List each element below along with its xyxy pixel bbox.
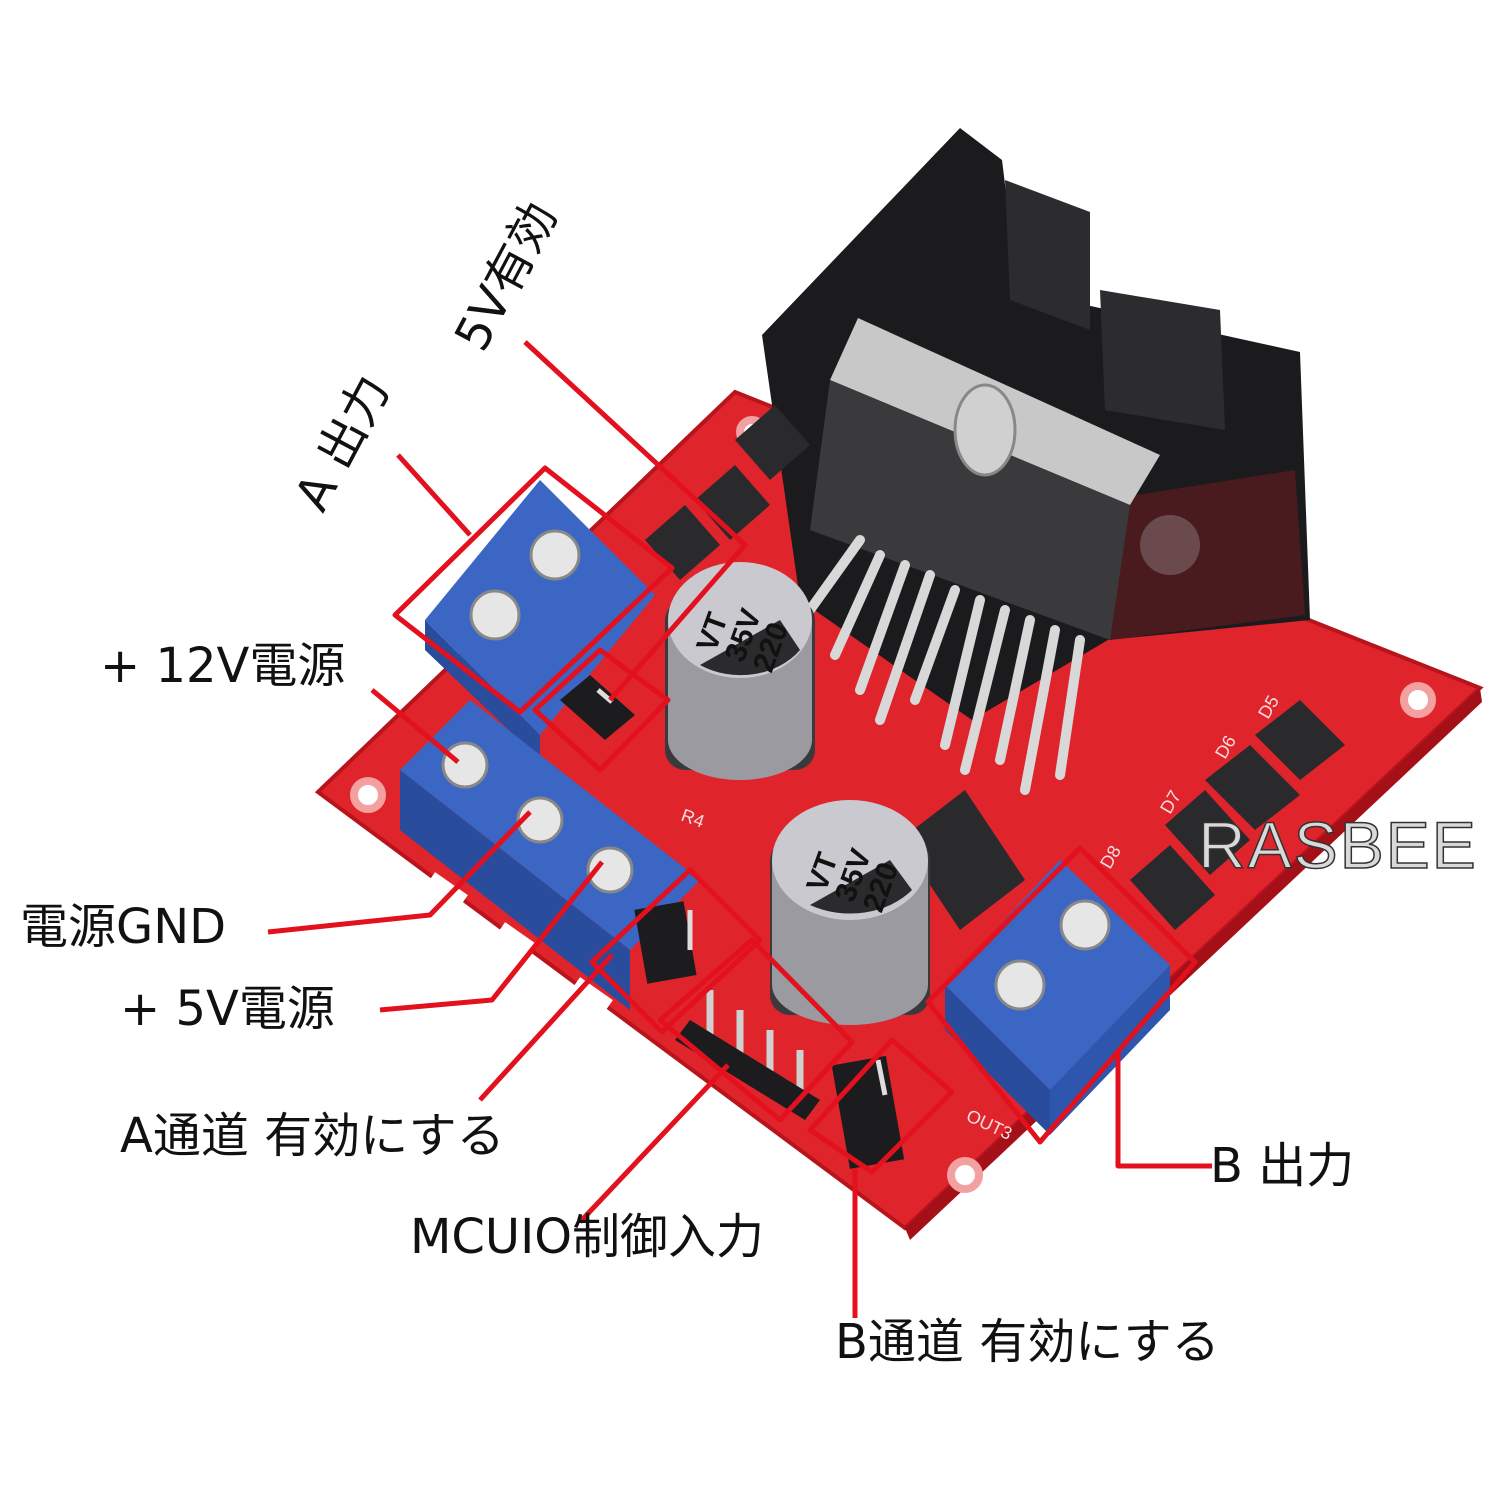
box-b-enable — [807, 1037, 955, 1175]
box-a-output — [392, 465, 675, 715]
leader-b-output — [1115, 1050, 1212, 1169]
jumper-5v-enable — [560, 675, 635, 740]
capacitor-1: VT 35V 220 — [665, 562, 815, 780]
leader-gnd — [267, 810, 532, 935]
terminal-block-a-output — [425, 480, 655, 760]
watermark-logo: RASBEE — [1197, 808, 1478, 882]
label-5v-power: + 5V電源 — [120, 981, 335, 1037]
label-power-gnd: 電源GND — [20, 899, 227, 955]
box-5v-enable — [532, 647, 671, 773]
label-mcu-io-input: MCUIO制御入力 — [410, 1209, 765, 1265]
label-b-channel-enable: B通道 有効にする — [835, 1314, 1220, 1370]
leader-12v — [370, 688, 460, 764]
driver-ic — [810, 318, 1160, 640]
label-a-channel-enable: A通道 有効にする — [120, 1108, 505, 1164]
capacitor-2: VT 35V 220 — [770, 800, 930, 1025]
label-12v-power: + 12V電源 — [100, 638, 346, 694]
box-b-output — [925, 845, 1198, 1145]
leader-a-output — [396, 453, 472, 537]
jumper-a-enable — [634, 901, 697, 984]
leader-5v-enable — [523, 340, 748, 702]
leader-a-enable — [478, 953, 614, 1102]
annotations — [267, 340, 1212, 1318]
box-mcu-io — [657, 937, 855, 1123]
ic-pins — [805, 535, 1085, 795]
label-b-output: B 出力 — [1210, 1138, 1355, 1194]
leader-5v-power — [379, 860, 604, 1013]
box-a-enable — [589, 867, 763, 1035]
leader-mcu-io — [578, 1063, 730, 1224]
mcu-io-header — [675, 990, 820, 1120]
smd-diodes — [645, 405, 1345, 930]
